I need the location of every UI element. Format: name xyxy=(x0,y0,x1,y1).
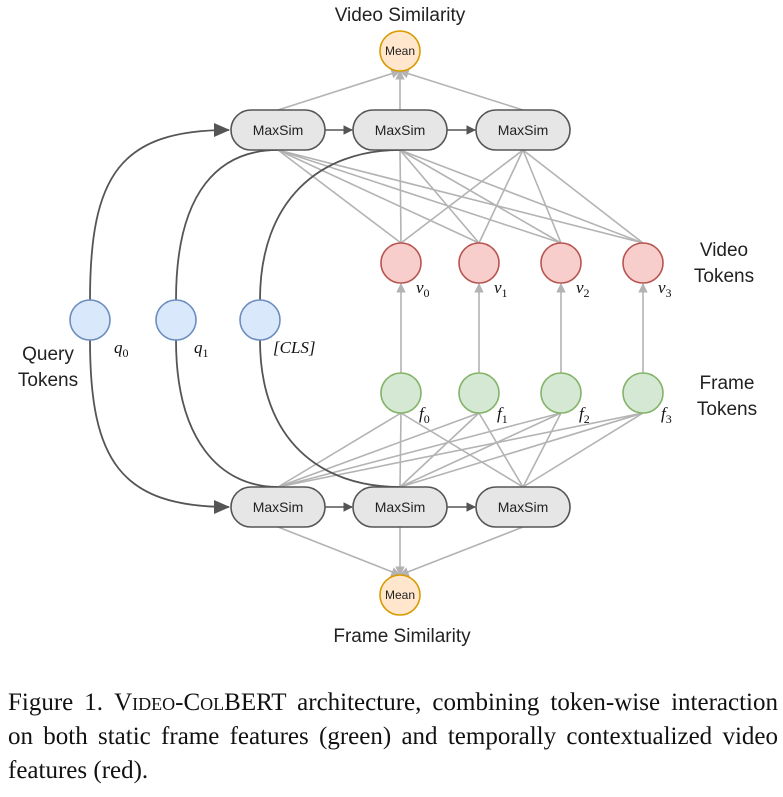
edge-maxsim-frame-0-0 xyxy=(277,412,402,488)
maxsim-bottom-1 xyxy=(352,486,448,528)
nodes xyxy=(69,30,664,616)
edge-maxsim-frame-0-1 xyxy=(277,412,480,488)
edge-maxsim-frame-2-0 xyxy=(400,412,524,488)
video-token-1 xyxy=(458,242,500,284)
query-tokens-label-line1: Query xyxy=(22,344,74,365)
edge-maxsim-to-mean-bottom-2 xyxy=(399,526,524,577)
edge-maxsim-to-mean-top-2 xyxy=(399,69,524,111)
edge-maxsim-video-1-0 xyxy=(399,149,402,244)
maxsim-bottom-0 xyxy=(230,486,326,528)
edge-maxsim-video-2-3 xyxy=(522,149,644,244)
frame-token-label-1: f1 xyxy=(497,404,508,426)
video-tokens-label-line1: Video xyxy=(700,240,748,261)
edge-query1-bottom xyxy=(175,339,279,488)
edge-maxsim-video-1-1 xyxy=(399,149,480,244)
mean-node-top xyxy=(379,30,421,72)
caption-prefix: Figure 1. xyxy=(8,689,115,716)
query-token-0 xyxy=(69,299,111,341)
video-token-2 xyxy=(540,242,582,284)
maxsim-bottom-0-label: MaxSim xyxy=(253,499,304,515)
arrowhead-query0-top xyxy=(214,123,230,137)
edge-maxsim-video-0-2 xyxy=(277,149,562,244)
frame-token-3 xyxy=(622,372,664,414)
caption-text: architecture, combining token-wise inter… xyxy=(8,689,778,784)
mean-node-bottom xyxy=(379,574,421,616)
maxsim-top-1-label: MaxSim xyxy=(375,122,426,138)
frame-token-2 xyxy=(540,372,582,414)
query-tokens-label-line2: Tokens xyxy=(18,370,78,391)
edge-query2-bottom xyxy=(259,339,401,488)
edge-maxsim-video-2-0 xyxy=(400,149,524,244)
video-token-label-3: v3 xyxy=(658,278,672,300)
maxsim-bottom-1-label: MaxSim xyxy=(375,499,426,515)
maxsim-bottom-2 xyxy=(475,486,571,528)
edge-maxsim-frame-2-2 xyxy=(522,412,562,488)
edge-maxsim-frame-1-2 xyxy=(399,412,562,488)
maxsim-top-0 xyxy=(230,109,326,151)
edge-maxsim-frame-1-0 xyxy=(399,412,402,488)
mean-label-top: Mean xyxy=(385,44,415,58)
video-token-0 xyxy=(380,242,422,284)
query-token-2 xyxy=(239,299,281,341)
frame-token-label-2: f2 xyxy=(579,404,590,426)
query-edges xyxy=(89,123,476,514)
edge-maxsim-frame-2-3 xyxy=(522,412,644,488)
edge-maxsim-video-0-0 xyxy=(277,149,402,244)
query-token-label-1: q1 xyxy=(194,338,209,360)
frame-tokens-label-line1: Frame xyxy=(700,373,755,394)
frame-token-label-3: f3 xyxy=(661,404,672,426)
edge-query2-top xyxy=(259,149,401,301)
frame-token-1 xyxy=(458,372,500,414)
edge-maxsim-to-mean-top-0 xyxy=(277,69,401,111)
edge-maxsim-video-2-1 xyxy=(478,149,524,244)
arrowhead-query0-bottom xyxy=(214,500,230,514)
video-token-label-0: v0 xyxy=(416,278,430,300)
maxsim-top-2 xyxy=(475,109,571,151)
edge-maxsim-frame-2-1 xyxy=(478,412,524,488)
edge-query0-top xyxy=(89,129,230,301)
edge-query0-bottom xyxy=(89,339,230,508)
edge-maxsim-frame-0-2 xyxy=(277,412,562,488)
maxsim-bottom-2-label: MaxSim xyxy=(498,499,549,515)
query-token-label-2: [CLS] xyxy=(273,338,316,357)
maxsim-top-1 xyxy=(352,109,448,151)
video-token-3 xyxy=(622,242,664,284)
video-token-label-2: v2 xyxy=(576,278,590,300)
frame-token-0 xyxy=(380,372,422,414)
video-token-label-1: v1 xyxy=(494,278,508,300)
query-token-label-0: q0 xyxy=(114,338,129,360)
gray-edges xyxy=(277,69,648,577)
frame-similarity-label: Frame Similarity xyxy=(333,626,471,647)
edge-maxsim-video-1-3 xyxy=(399,149,644,244)
edge-maxsim-to-mean-bottom-0 xyxy=(277,526,401,577)
edge-maxsim-frame-1-1 xyxy=(399,412,480,488)
edge-maxsim-video-2-2 xyxy=(522,149,562,244)
maxsim-top-0-label: MaxSim xyxy=(253,122,304,138)
edge-maxsim-video-0-3 xyxy=(277,149,644,244)
edge-maxsim-video-1-2 xyxy=(399,149,562,244)
maxsim-top-2-label: MaxSim xyxy=(498,122,549,138)
caption-name-part2: BERT xyxy=(224,689,287,716)
edge-maxsim-video-0-1 xyxy=(277,149,480,244)
edge-query1-top xyxy=(175,149,279,301)
figure-caption: Figure 1. Video-ColBERT architecture, co… xyxy=(8,686,778,788)
frame-token-label-0: f0 xyxy=(419,404,430,426)
video-similarity-label: Video Similarity xyxy=(335,5,466,26)
video-tokens-label-line2: Tokens xyxy=(694,266,754,287)
mean-label-bottom: Mean xyxy=(385,588,415,602)
caption-name-part1: Video-Col xyxy=(114,689,225,716)
frame-tokens-label-line2: Tokens xyxy=(697,399,757,420)
edge-maxsim-frame-1-3 xyxy=(399,412,644,488)
query-token-1 xyxy=(155,299,197,341)
